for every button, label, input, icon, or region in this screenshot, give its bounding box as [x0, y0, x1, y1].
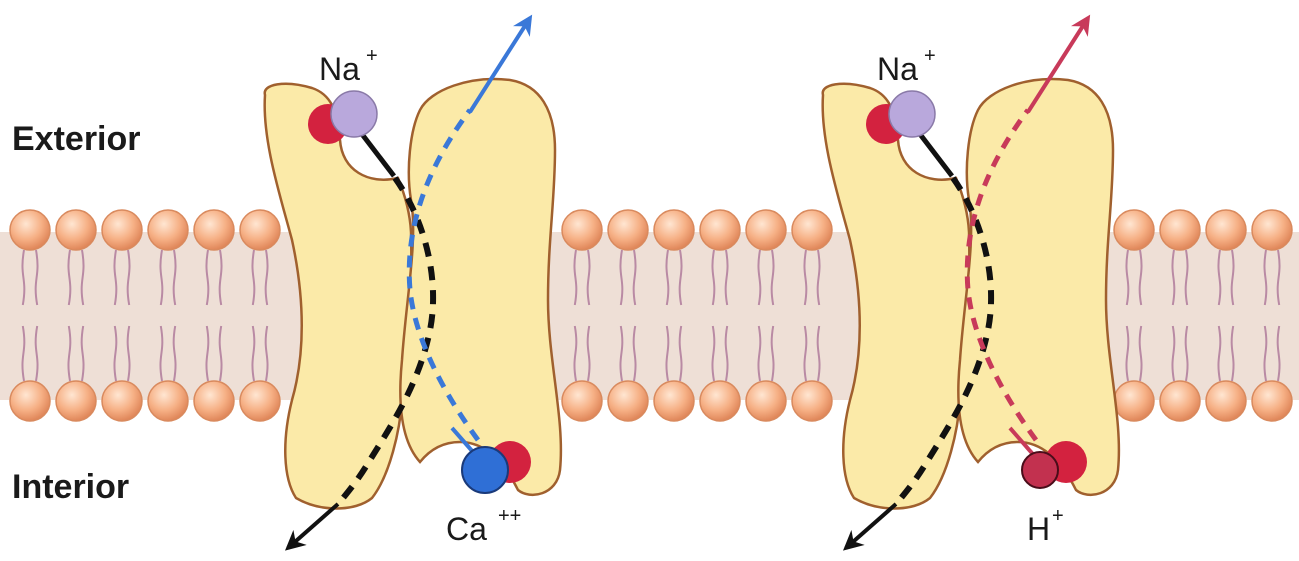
- phospholipid-head: [746, 210, 786, 250]
- ion-label-h: H +: [1027, 505, 1064, 547]
- phospholipid-head: [56, 381, 96, 421]
- phospholipid-head: [700, 210, 740, 250]
- hydrogen-ion: [1022, 452, 1058, 488]
- phospholipid-head: [102, 381, 142, 421]
- phospholipid-head: [240, 210, 280, 250]
- ion-charge: +: [1052, 505, 1064, 527]
- phospholipid-head: [240, 381, 280, 421]
- ion-charge: +: [924, 45, 936, 67]
- calcium-ion: [462, 447, 508, 493]
- ion-symbol: Ca: [446, 511, 487, 547]
- ion-label-ca: Ca ++: [446, 505, 521, 547]
- transporter-na-h: [823, 18, 1119, 548]
- protein-right-subunit: [958, 79, 1119, 495]
- ion-label-na-1: Na +: [319, 45, 378, 87]
- phospholipid-head: [654, 210, 694, 250]
- ion-symbol: Na: [877, 51, 918, 87]
- phospholipid-head: [148, 381, 188, 421]
- phospholipid-head: [10, 210, 50, 250]
- sodium-ion: [331, 91, 377, 137]
- phospholipid-head: [1252, 210, 1292, 250]
- phospholipid-head: [1252, 381, 1292, 421]
- ion-symbol: Na: [319, 51, 360, 87]
- phospholipid-head: [102, 210, 142, 250]
- na-exit-arrow: [288, 504, 338, 548]
- phospholipid-head: [1160, 210, 1200, 250]
- phospholipid-head: [608, 210, 648, 250]
- protein-right-subunit: [400, 79, 561, 495]
- phospholipid-head: [1114, 210, 1154, 250]
- phospholipid-head: [746, 381, 786, 421]
- transporter-na-ca: [265, 18, 561, 548]
- phospholipid-head: [562, 210, 602, 250]
- phospholipid-head: [194, 210, 234, 250]
- phospholipid-head: [10, 381, 50, 421]
- phospholipid-head: [148, 210, 188, 250]
- na-exit-arrow: [846, 504, 896, 548]
- phospholipid-head: [1114, 381, 1154, 421]
- phospholipid-head: [700, 381, 740, 421]
- phospholipid-head: [562, 381, 602, 421]
- interior-label: Interior: [12, 468, 129, 506]
- ion-symbol: H: [1027, 511, 1050, 547]
- phospholipid-head: [608, 381, 648, 421]
- phospholipid-head: [56, 210, 96, 250]
- ion-charge: ++: [498, 505, 521, 527]
- phospholipid-head: [1160, 381, 1200, 421]
- phospholipid-head: [1206, 381, 1246, 421]
- sodium-ion: [889, 91, 935, 137]
- ion-charge: +: [366, 45, 378, 67]
- ion-label-na-2: Na +: [877, 45, 936, 87]
- exterior-label: Exterior: [12, 120, 141, 158]
- phospholipid-head: [1206, 210, 1246, 250]
- phospholipid-head: [654, 381, 694, 421]
- phospholipid-head: [194, 381, 234, 421]
- phospholipid-head: [792, 210, 832, 250]
- phospholipid-head: [792, 381, 832, 421]
